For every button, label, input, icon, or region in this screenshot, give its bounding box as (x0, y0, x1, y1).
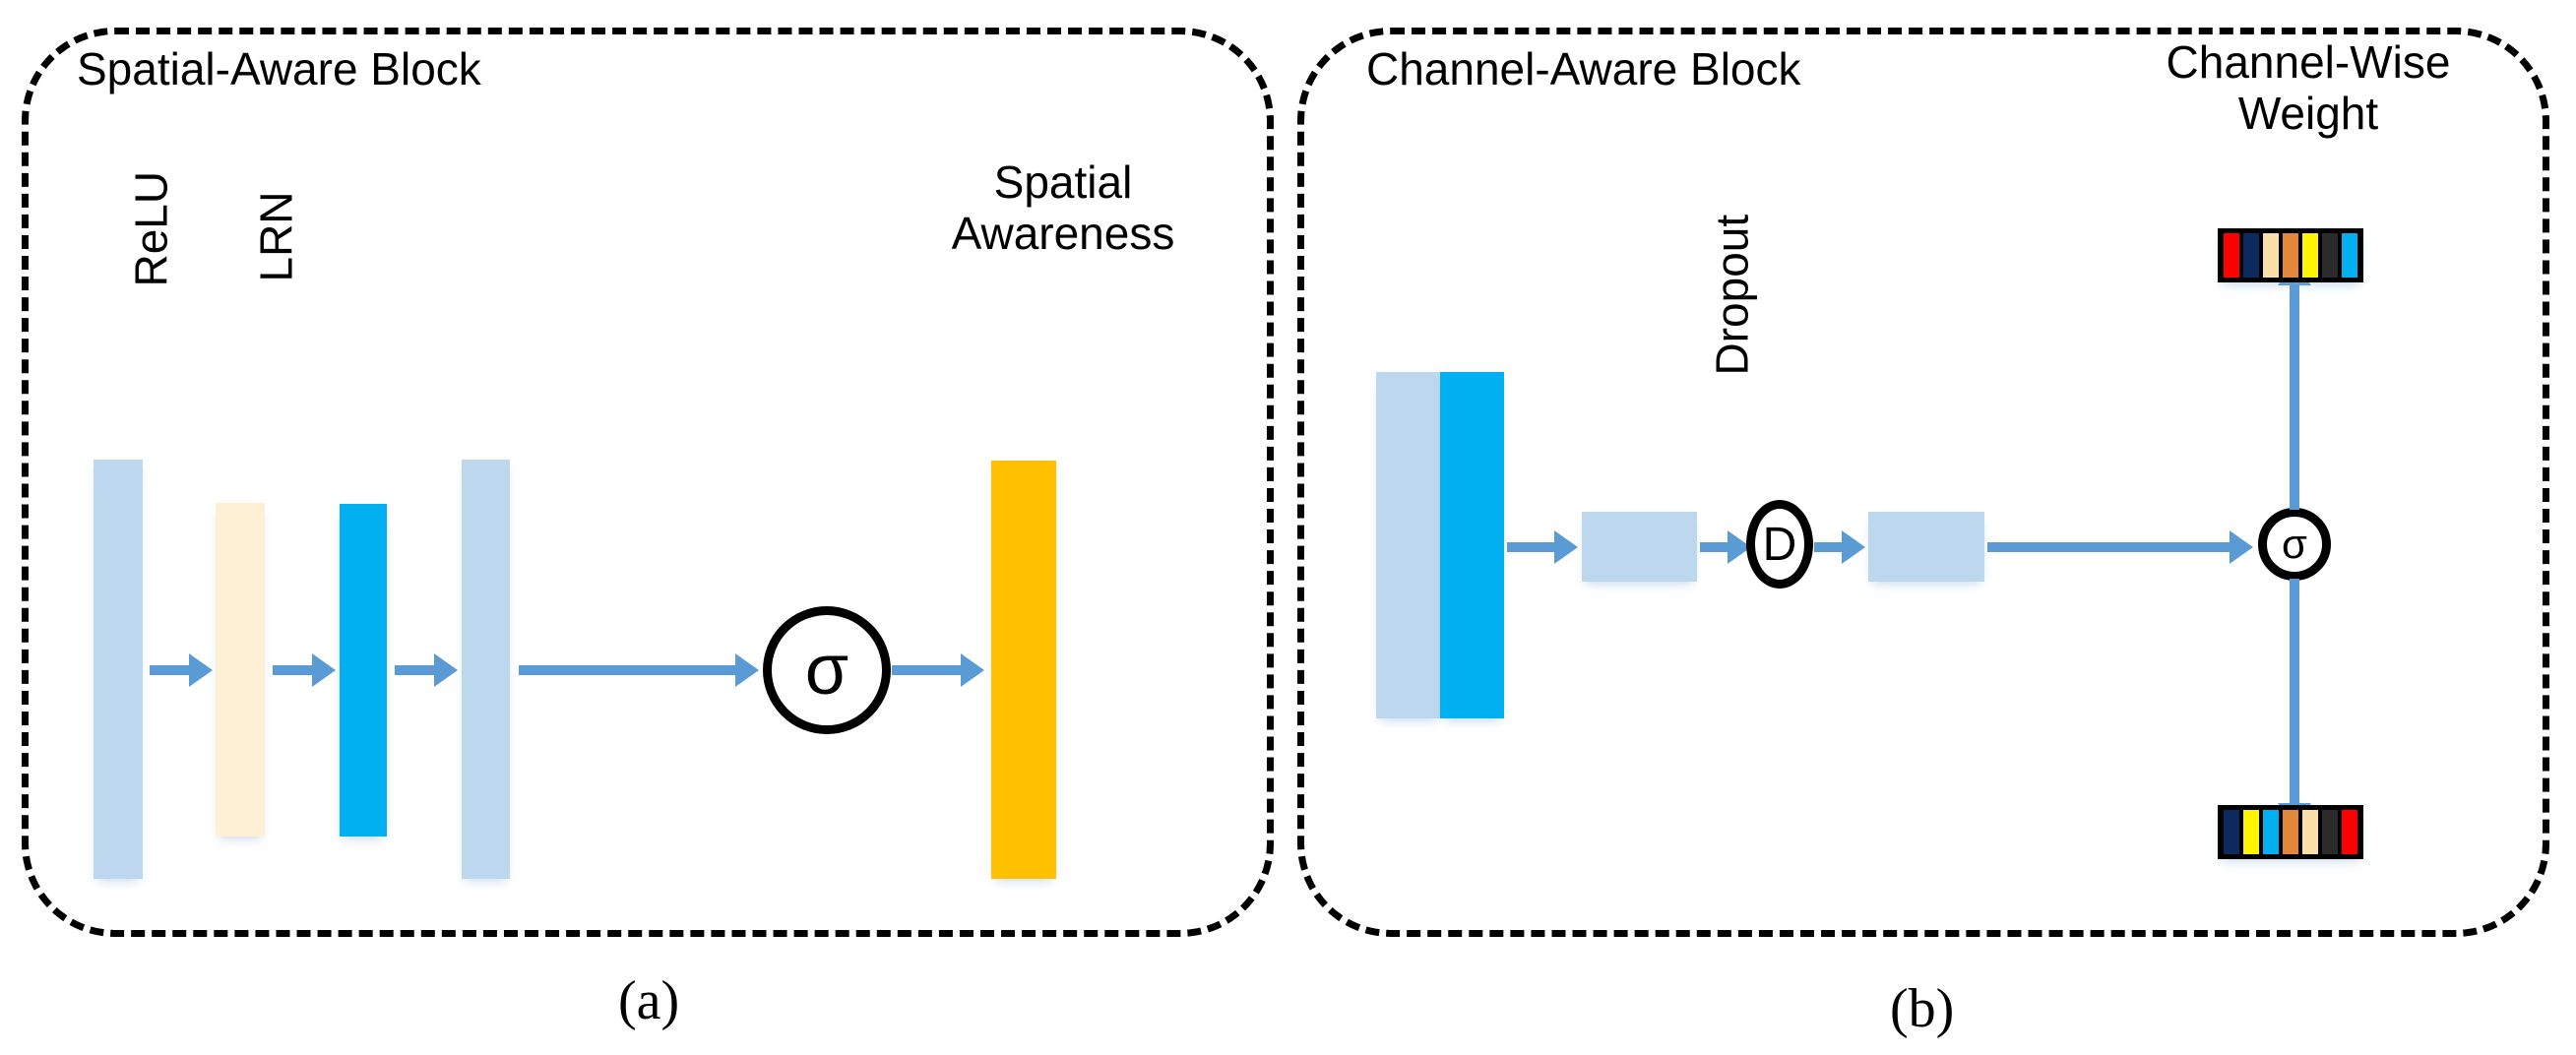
lrn-label: LRN (250, 191, 302, 282)
channel-wise-weight-bottom-segment-4 (2302, 810, 2318, 854)
relu-feature-bar (216, 503, 265, 837)
sigma-glyph: σ (804, 631, 849, 710)
channel-wise-weight-bottom-segment-0 (2224, 810, 2239, 854)
channel-aware-block-title: Channel-Aware Block (1366, 43, 1801, 94)
channel-wise-weight-top (2218, 228, 2363, 282)
input-feature-bar-light (1376, 372, 1440, 718)
dropout-node: D (1746, 500, 1813, 589)
spatial-awareness-bar (991, 461, 1056, 879)
channel-wise-weight-label: Channel-Wise Weight (2166, 36, 2451, 139)
arrow-dropout-to-fc2 (1814, 542, 1844, 552)
caption-b: (b) (1890, 978, 1955, 1039)
input-feature-bar (94, 460, 143, 879)
sigmoid-node-channel: σ (2258, 508, 2331, 581)
fc2-box (1868, 512, 1984, 582)
channel-wise-weight-top-segment-4 (2302, 233, 2318, 278)
arrow-sigmoid-to-weight-bottom (2290, 579, 2299, 805)
arrow-sigma-to-spatial-awareness (892, 665, 963, 675)
arrow-input-to-fc1 (1507, 542, 1556, 552)
dropout-label: Dropout (1706, 214, 1758, 376)
sigmoid-node: σ (763, 606, 891, 734)
input-feature-bar-cyan (1440, 372, 1504, 718)
arrow-fc1-to-dropout (1700, 542, 1729, 552)
spatial-awareness-label: Spatial Awareness (951, 156, 1175, 259)
channel-wise-weight-top-segment-5 (2322, 233, 2338, 278)
channel-wise-weight-top-segment-1 (2243, 233, 2259, 278)
channel-wise-weight-bottom-segment-5 (2322, 810, 2338, 854)
caption-a: (a) (618, 970, 680, 1031)
fc1-box (1582, 512, 1697, 582)
channel-wise-weight-bottom (2218, 805, 2363, 859)
channel-wise-weight-bottom-segment-1 (2243, 810, 2259, 854)
channel-wise-weight-top-segment-6 (2342, 233, 2357, 278)
panel-spatial-aware-block (22, 28, 1274, 937)
sigma-glyph-channel: σ (2282, 521, 2307, 567)
channel-wise-weight-bottom-segment-6 (2342, 810, 2357, 854)
dropout-glyph: D (1762, 518, 1797, 571)
channel-wise-weight-top-segment-3 (2283, 233, 2298, 278)
panel-channel-aware-block (1297, 28, 2549, 937)
arrow-input-to-relu (150, 665, 191, 675)
lrn-feature-bar (340, 504, 387, 837)
relu-label: ReLU (125, 170, 177, 287)
arrow-lrn-to-post (395, 665, 436, 675)
spatial-aware-block-title: Spatial-Aware Block (77, 43, 481, 94)
arrow-post-to-sigma (519, 665, 737, 675)
channel-wise-weight-bottom-segment-2 (2263, 810, 2279, 854)
channel-wise-weight-bottom-segment-3 (2283, 810, 2298, 854)
arrow-sigmoid-to-weight-top (2290, 283, 2299, 510)
arrow-relu-to-lrn (273, 665, 314, 675)
channel-wise-weight-top-segment-0 (2224, 233, 2239, 278)
channel-wise-weight-top-segment-2 (2263, 233, 2279, 278)
arrow-fc2-to-sigmoid (1987, 542, 2231, 552)
post-lrn-feature-bar (462, 460, 510, 879)
